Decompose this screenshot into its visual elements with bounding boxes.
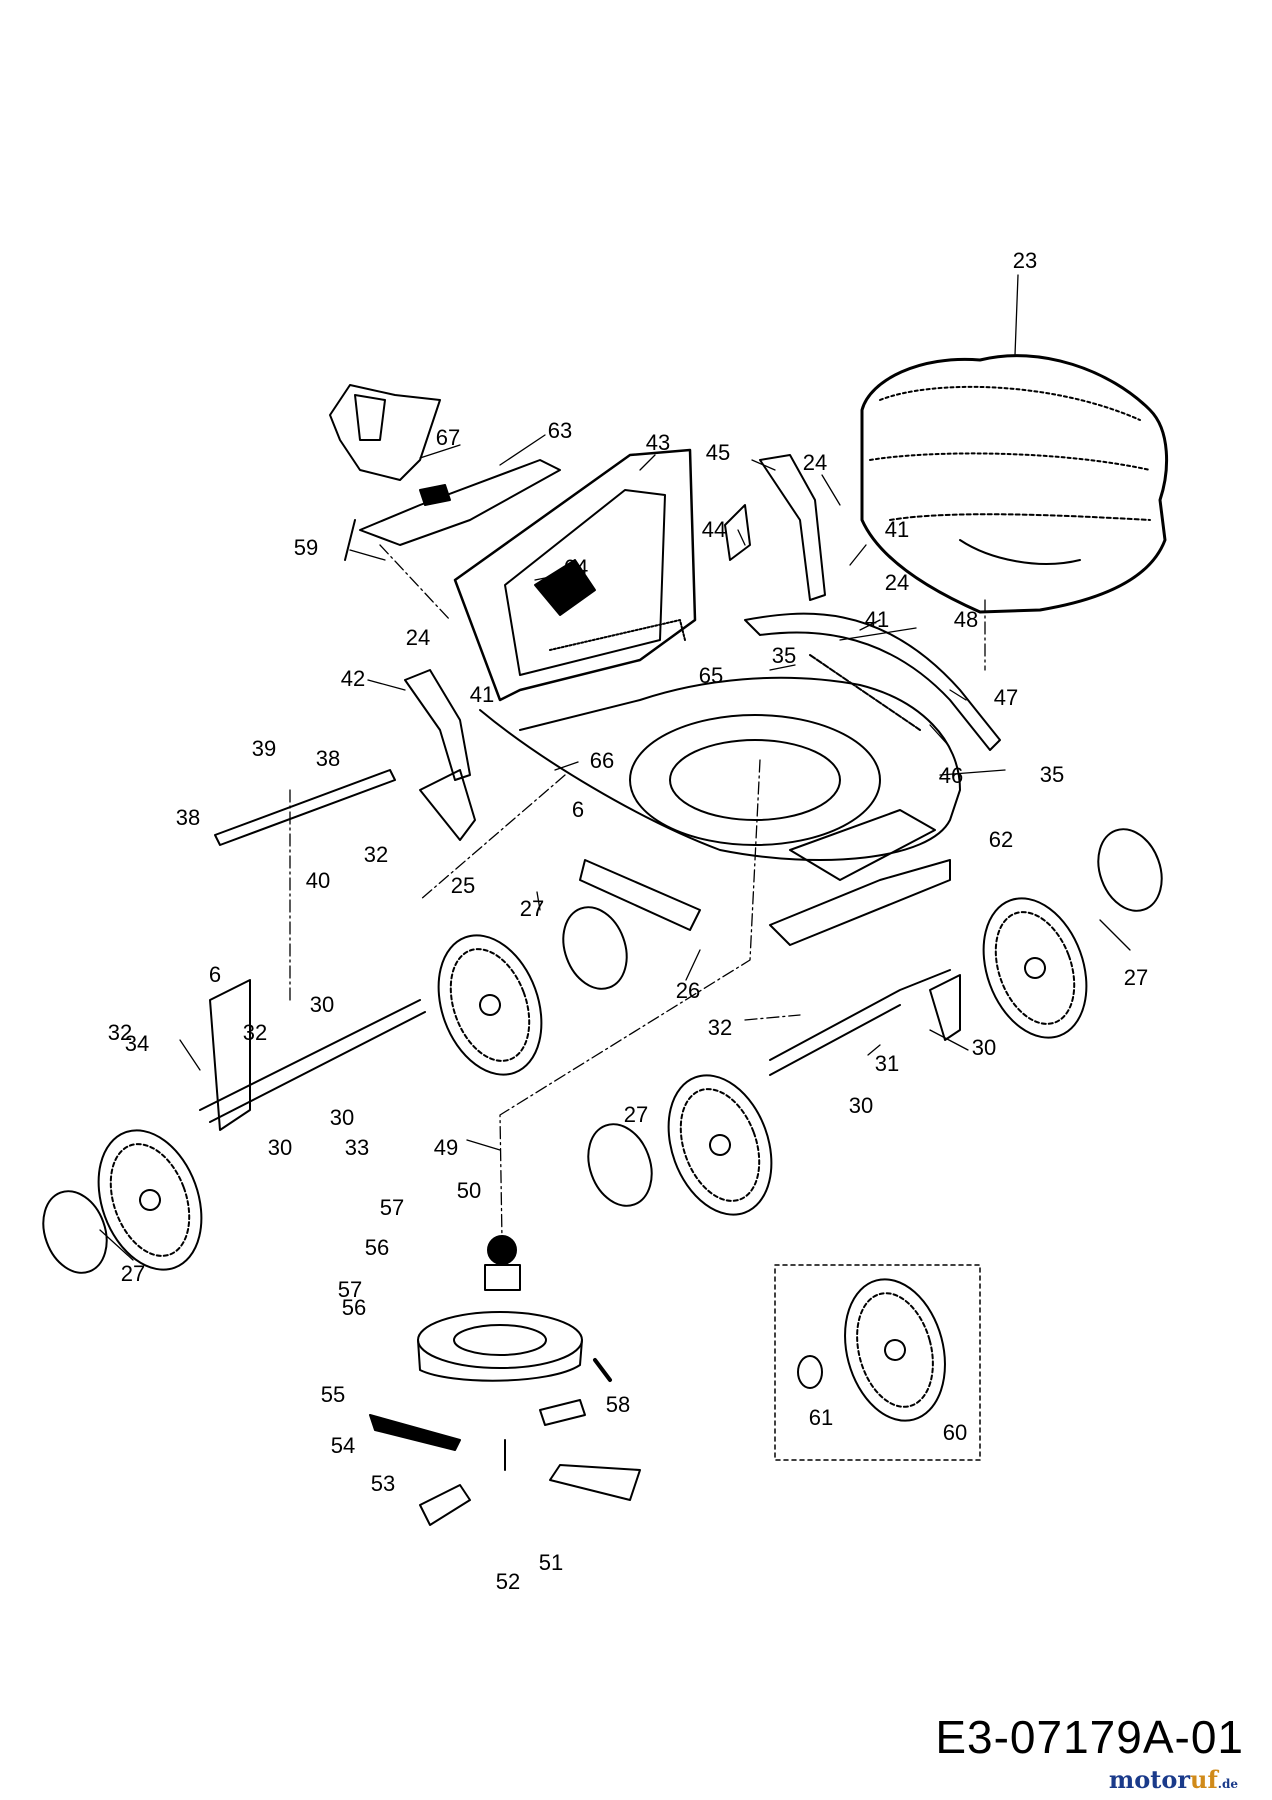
part-number-label: 56 (365, 1235, 389, 1260)
blade-assembly-part (369, 1235, 641, 1526)
part-number-label: 30 (972, 1035, 996, 1060)
mower-deck-part (453, 448, 961, 946)
handle-brackets-part (214, 454, 1001, 846)
part-number-label: 55 (321, 1382, 345, 1407)
part-number-label: 49 (434, 1135, 458, 1160)
part-number-label: 43 (646, 430, 670, 455)
part-number-label: 52 (496, 1569, 520, 1594)
part-number-label: 47 (994, 685, 1018, 710)
part-number-label: 32 (243, 1020, 267, 1045)
part-number-label: 30 (310, 992, 334, 1017)
part-number-label: 32 (708, 1015, 732, 1040)
part-number-label: 46 (939, 763, 963, 788)
part-number-label: 58 (606, 1392, 630, 1417)
part-number-label: 27 (121, 1261, 145, 1286)
part-number-label: 40 (306, 868, 330, 893)
assembly-guide-lines (289, 544, 986, 1241)
part-number-label: 25 (451, 873, 475, 898)
part-number-label: 53 (371, 1471, 395, 1496)
part-number-label: 27 (1124, 965, 1148, 990)
grass-catcher-part (329, 384, 561, 561)
part-number-label: 42 (341, 666, 365, 691)
part-number-label: 65 (699, 663, 723, 688)
part-number-label: 26 (676, 978, 700, 1003)
part-number-label: 57 (338, 1277, 362, 1302)
part-number-label: 66 (590, 748, 614, 773)
part-number-label: 60 (943, 1420, 967, 1445)
part-number-label: 48 (954, 607, 978, 632)
part-number-label: 61 (809, 1405, 833, 1430)
part-number-label: 32 (364, 842, 388, 867)
part-number-label: 41 (865, 607, 889, 632)
part-number-label: 30 (330, 1105, 354, 1130)
part-number-label: 54 (331, 1433, 355, 1458)
wheels-part (42, 828, 1163, 1274)
part-number-label: 24 (885, 570, 909, 595)
part-number-labels: 23 67 63 59 43 45 24 41 24 44 64 41 48 35 24 42 41 65 47 39… (108, 248, 1148, 1594)
part-number-label: 51 (539, 1550, 563, 1575)
part-number-label: 57 (380, 1195, 404, 1220)
part-number-label: 24 (406, 625, 430, 650)
part-number-label: 24 (803, 450, 827, 475)
part-number-label: 35 (1040, 762, 1064, 787)
part-number-label: 6 (209, 962, 221, 987)
part-number-label: 50 (457, 1178, 481, 1203)
part-number-label: 63 (548, 418, 572, 443)
part-number-label: 30 (268, 1135, 292, 1160)
part-number-label: 33 (345, 1135, 369, 1160)
part-number-label: 41 (470, 682, 494, 707)
part-number-label: 35 (772, 643, 796, 668)
part-number-label: 64 (564, 555, 588, 580)
part-number-label: 34 (125, 1031, 149, 1056)
part-number-label: 39 (252, 736, 276, 761)
diagram-code: E3-07179A-01 (935, 1711, 1244, 1763)
part-number-label: 38 (316, 746, 340, 771)
axles-part (199, 969, 961, 1131)
part-number-label: 38 (176, 805, 200, 830)
part-number-label: 56 (342, 1295, 366, 1320)
inset-wheel-box (774, 1264, 981, 1461)
part-number-label: 45 (706, 440, 730, 465)
part-number-label: 30 (849, 1093, 873, 1118)
part-number-label: 59 (294, 535, 318, 560)
part-number-label: 23 (1013, 248, 1037, 273)
part-number-label: 44 (702, 517, 726, 542)
part-number-label: 32 (108, 1020, 132, 1045)
part-number-label: 27 (624, 1102, 648, 1127)
part-number-label: 41 (885, 517, 909, 542)
part-number-label: 27 (520, 896, 544, 921)
part-number-label: 6 (572, 797, 584, 822)
part-number-label: 31 (875, 1051, 899, 1076)
part-number-label: 67 (436, 425, 460, 450)
watermark-logo: motoruf.de (1108, 1765, 1238, 1794)
engine-part (860, 354, 1169, 614)
leader-lines (99, 274, 1131, 1261)
part-number-label: 62 (989, 827, 1013, 852)
